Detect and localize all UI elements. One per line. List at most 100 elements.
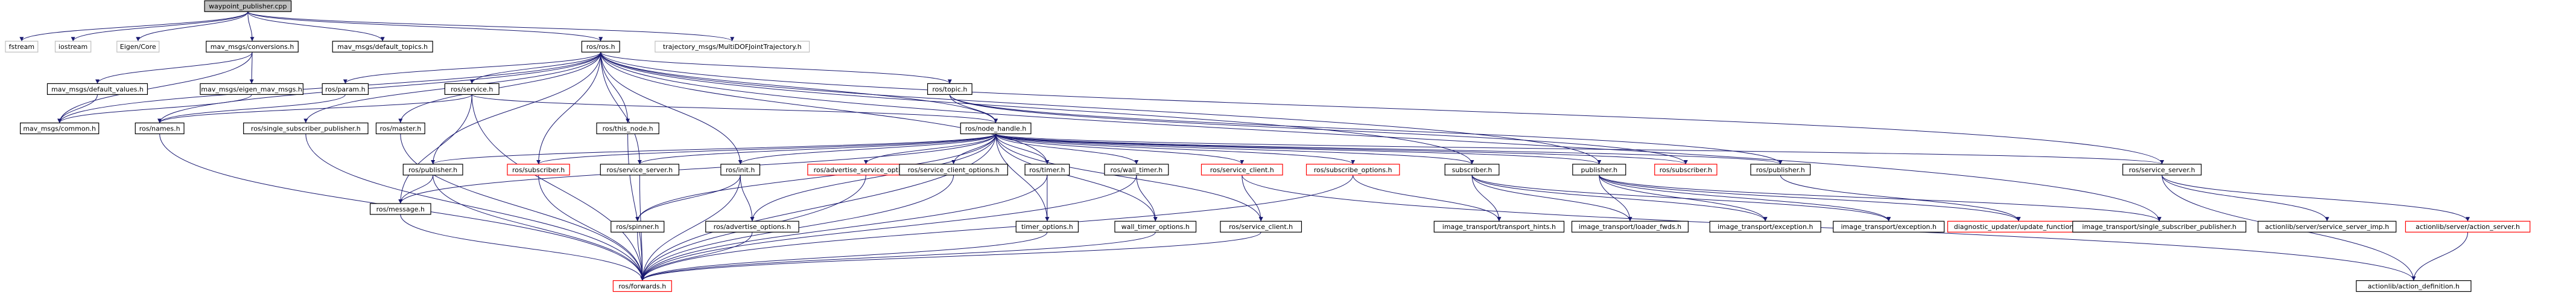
dependency-edge <box>57 52 253 123</box>
file-node-service[interactable]: ros/service.h <box>444 83 500 95</box>
file-node-label: mav_msgs/conversions.h <box>211 43 294 51</box>
dependency-edge <box>469 52 601 84</box>
dependency-edge <box>995 134 1139 164</box>
file-node-param[interactable]: ros/param.h <box>322 83 369 95</box>
dependency-edge <box>738 134 997 165</box>
file-node-conv[interactable]: mav_msgs/conversions.h <box>206 40 299 53</box>
file-node-walltimer[interactable]: ros/wall_timer.h <box>1104 164 1169 176</box>
file-node-walltimeropts[interactable]: wall_timer_options.h <box>1114 221 1197 233</box>
file-node-common[interactable]: mav_msgs/common.h <box>20 122 100 135</box>
file-node-label: ros/timer.h <box>1029 166 1065 174</box>
file-node-srvimp[interactable]: actionlib/server/service_server_imp.h <box>2257 221 2397 233</box>
dependency-edge <box>640 175 741 281</box>
file-node-box <box>1654 164 1718 176</box>
dependency-edge <box>600 52 642 164</box>
file-node-label: wall_timer_options.h <box>1121 223 1190 231</box>
file-node-label: iostream <box>59 43 87 51</box>
file-node-eigenmav[interactable]: mav_msgs/eigen_mav_msgs.h <box>200 83 303 95</box>
file-node-box <box>1572 164 1626 176</box>
file-node-label: diagnostic_updater/update_functions.h <box>1954 223 2084 231</box>
dependency-edge <box>157 94 346 123</box>
dependency-edge <box>600 52 2162 222</box>
file-node-timeropts[interactable]: timer_options.h <box>1015 221 1079 233</box>
file-node-rosh[interactable]: ros/ros.h <box>581 40 620 53</box>
file-node-exception1[interactable]: image_transport/exception.h <box>1709 221 1821 233</box>
file-node-master[interactable]: ros/master.h <box>375 122 425 135</box>
file-node-subscriber-r[interactable]: ros/subscriber.h <box>1654 164 1718 176</box>
file-node-srvclient-r[interactable]: ros/service_client.h <box>1201 164 1283 176</box>
file-node-itpub[interactable]: publisher.h <box>1572 164 1626 176</box>
dependency-edge <box>2411 232 2469 281</box>
file-node-box <box>2356 280 2472 292</box>
file-node-timer[interactable]: ros/timer.h <box>1024 164 1070 176</box>
file-node-names[interactable]: ros/names.h <box>135 122 185 135</box>
file-node-label: image_transport/exception.h <box>1841 223 1937 231</box>
file-node-actserver[interactable]: actionlib/server/action_server.h <box>2405 221 2531 233</box>
dependency-edge <box>1599 175 1891 222</box>
dependency-edge <box>640 232 1156 281</box>
file-node-transhints[interactable]: image_transport/transport_hints.h <box>1433 221 1565 233</box>
file-node-publisher-l[interactable]: ros/publisher.h <box>402 164 463 176</box>
file-node-srvclientopts[interactable]: ros/service_client_options.h <box>899 164 1008 176</box>
file-node-forwards[interactable]: ros/forwards.h <box>612 280 672 292</box>
file-node-label: ros/publisher.h <box>1756 166 1805 174</box>
file-node-singlesub[interactable]: ros/single_subscriber_publisher.h <box>243 122 369 135</box>
dependency-edge <box>1599 175 2162 222</box>
file-node-srvclient-m[interactable]: ros/service_client.h <box>1220 221 1302 233</box>
file-node-singlesubpub[interactable]: image_transport/single_subscriber_publis… <box>2072 221 2247 233</box>
file-node-box <box>1201 164 1283 176</box>
file-node-box <box>1015 221 1079 233</box>
dependency-edge <box>157 94 472 123</box>
file-node-box <box>960 122 1032 135</box>
file-node-box <box>2122 164 2202 176</box>
file-node-subscriber-l[interactable]: ros/subscriber.h <box>507 164 570 176</box>
dependency-edge <box>640 232 1048 281</box>
dependency-edge <box>600 52 1474 164</box>
file-node-topic[interactable]: ros/topic.h <box>927 83 972 95</box>
file-node-label: ros/publisher.h <box>408 166 457 174</box>
file-node-box <box>200 83 303 95</box>
dependency-edge <box>1136 175 1158 222</box>
file-node-defvals[interactable]: mav_msgs/default_values.h <box>46 83 148 95</box>
file-node-srvserver-l[interactable]: ros/service_server.h <box>600 164 679 176</box>
dependency-edge <box>863 134 997 164</box>
file-node-init[interactable]: ros/init.h <box>720 164 761 176</box>
dependency-edges <box>19 11 2470 281</box>
file-node-exception2[interactable]: image_transport/exception.h <box>1833 221 1945 233</box>
file-node-nodehandle[interactable]: ros/node_handle.h <box>960 122 1032 135</box>
file-node-box <box>1833 221 1945 233</box>
file-node-root[interactable]: waypoint_publisher.cpp <box>204 0 292 12</box>
dependency-edge <box>57 94 252 123</box>
file-node-iostream: iostream <box>54 40 92 53</box>
dependency-edge <box>2162 175 2470 222</box>
file-node-label: ros/master.h <box>379 125 421 133</box>
file-node-updfunc[interactable]: diagnostic_updater/update_functions.h <box>1947 221 2090 233</box>
dependency-edge <box>995 134 1263 222</box>
dependency-edge <box>640 232 753 281</box>
file-node-box <box>655 40 810 53</box>
file-node-box <box>332 40 433 53</box>
file-node-box <box>375 122 425 135</box>
dependency-edge <box>635 175 741 222</box>
file-node-subopts[interactable]: ros/subscribe_options.h <box>1305 164 1400 176</box>
file-node-label: ros/subscribe_options.h <box>1314 166 1392 174</box>
dependency-edge <box>995 134 1474 165</box>
file-node-message[interactable]: ros/message.h <box>369 203 431 215</box>
dependency-edge <box>433 175 645 281</box>
file-node-thisnode[interactable]: ros/this_node.h <box>596 122 659 135</box>
dependency-edge <box>740 175 755 222</box>
file-node-advsrvopts[interactable]: ros/advertise_service_options.h <box>807 164 925 176</box>
file-node-publisher-r[interactable]: ros/publisher.h <box>1750 164 1811 176</box>
file-node-spinner[interactable]: ros/spinner.h <box>611 221 665 233</box>
file-node-traj: trajectory_msgs/MultiDOFJointTrajectory.… <box>655 40 810 53</box>
dependency-edge <box>1471 175 1632 222</box>
dependency-edge <box>536 134 997 165</box>
file-node-itsub[interactable]: subscriber.h <box>1444 164 1500 176</box>
dependency-edge <box>995 134 1355 165</box>
file-node-actdef[interactable]: actionlib/action_definition.h <box>2356 280 2472 292</box>
file-node-advopts[interactable]: ros/advertise_options.h <box>705 221 799 233</box>
file-node-srvserver-r[interactable]: ros/service_server.h <box>2122 164 2202 176</box>
file-node-deftopics[interactable]: mav_msgs/default_topics.h <box>332 40 433 53</box>
file-node-loaderfwds[interactable]: image_transport/loader_fwds.h <box>1571 221 1689 233</box>
